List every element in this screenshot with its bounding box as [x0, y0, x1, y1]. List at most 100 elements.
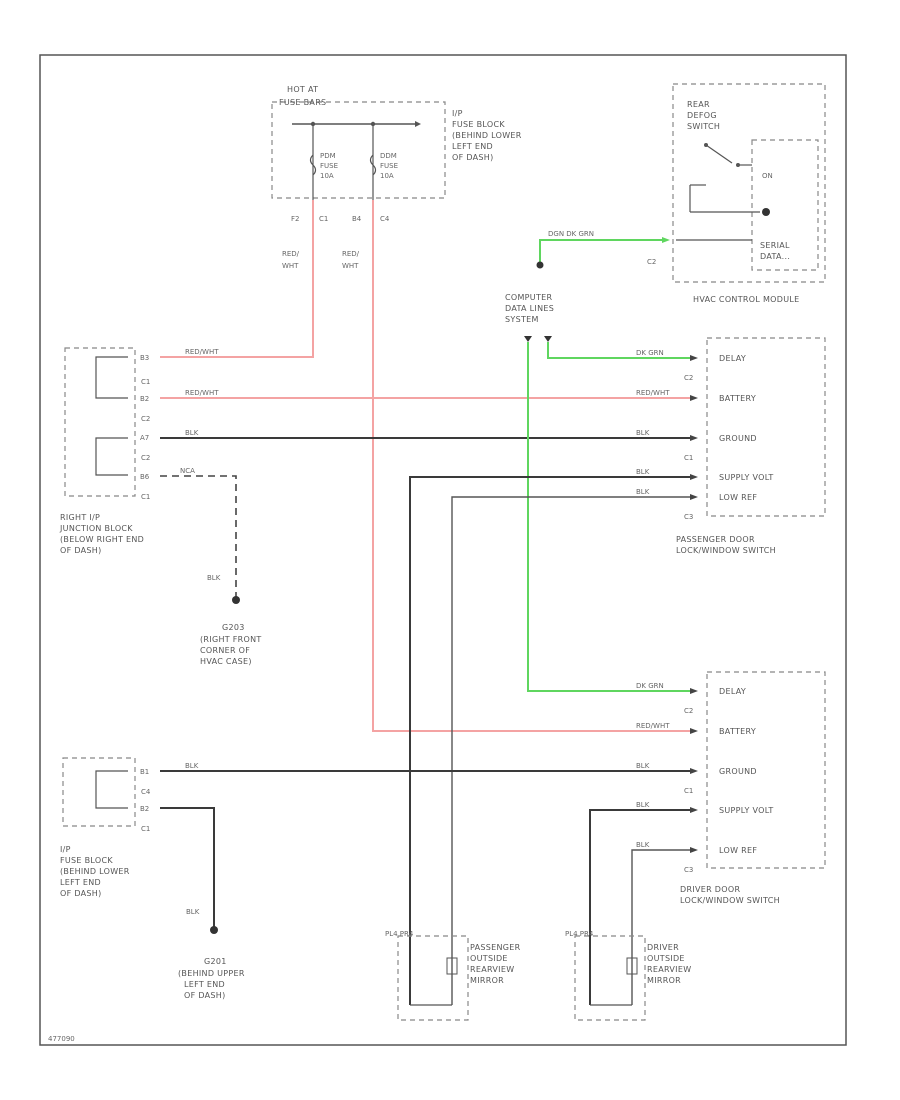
wire-a-label: RED/ WHT	[282, 250, 301, 270]
passenger-mirror-heater-icon	[446, 957, 458, 975]
jb-pin-b6-wire: NCA	[180, 467, 195, 475]
driver-switch-arrow-icon-0	[690, 688, 698, 694]
green-wire-passenger-delay	[547, 342, 690, 359]
ground-g201-desc: (BEHIND UPPER LEFT END OF DASH)	[178, 969, 248, 1000]
pin-a-conn: F2	[291, 215, 299, 223]
hvac-control-module: REAR DEFOG SWITCH ON SERIAL DATA... C2 H…	[647, 83, 826, 304]
passenger-switch-arrow-icon-4	[690, 494, 698, 500]
passenger-switch-caption: PASSENGER DOOR LOCK/WINDOW SWITCH	[676, 535, 776, 555]
ground-g201-icon	[210, 926, 218, 934]
hot-at-label: HOT AT	[287, 85, 318, 94]
jb-conn-4: C1	[141, 493, 150, 501]
driver-switch-conn-0: C2	[684, 707, 693, 715]
hvac-wire-label: DGN DK GRN	[548, 230, 594, 238]
serial-data-label: SERIAL DATA...	[760, 241, 793, 261]
passenger-supply-wire	[409, 476, 690, 1005]
red-wire-pb-label: RED/WHT	[185, 389, 219, 397]
switch-arm	[705, 144, 733, 164]
ground-g203-name: G203	[222, 623, 245, 632]
passenger-switch-row-label-2: GROUND	[719, 434, 757, 443]
fuse-bars-label: FUSE BARS	[279, 98, 326, 107]
driver-switch-wire-label-2: BLK	[636, 762, 650, 770]
passenger-switch-wire-label-0: DK GRN	[636, 349, 664, 357]
data-line-arrow-icon-b	[544, 336, 552, 342]
red-wire-a	[160, 200, 314, 358]
ip-pin-1: B1	[140, 768, 149, 776]
jb-pin-1: B3	[140, 354, 149, 362]
diagram-border	[39, 54, 847, 1046]
driver-switch-conn-2: C1	[684, 787, 693, 795]
driver-switch-arrow-icon-3	[690, 807, 698, 813]
driver-switch-arrow-icon-4	[690, 847, 698, 853]
passenger-mirror-caption: PASSENGER OUTSIDE REARVIEW MIRROR	[470, 943, 523, 985]
driver-mirror-box	[574, 935, 646, 1021]
passenger-switch-row-label-4: LOW REF	[719, 493, 757, 502]
red-wire-b	[372, 200, 690, 732]
driver-switch-wire-label-0: DK GRN	[636, 682, 664, 690]
driver-switch-wire-label-3: BLK	[636, 801, 650, 809]
bus-arrow-icon	[415, 121, 421, 127]
driver-mirror: PL4 PR4 DRIVER OUTSIDE REARVIEW MIRROR	[565, 930, 694, 1021]
ground-g201-name: G201	[204, 957, 227, 966]
passenger-mirror: PL4 PR4 PASSENGER OUTSIDE REARVIEW MIRRO…	[385, 930, 523, 1021]
passenger-mirror-box	[397, 935, 469, 1021]
driver-switch-caption: DRIVER DOOR LOCK/WINDOW SWITCH	[680, 885, 780, 905]
jb-loop-2	[95, 437, 128, 476]
junction-block-box	[64, 347, 136, 497]
fuse-a-name: PDM	[320, 152, 336, 160]
driver-switch-row-label-1: BATTERY	[719, 727, 756, 736]
top-fuse-block-box	[271, 101, 446, 199]
driver-switch-arrow-icon-1	[690, 728, 698, 734]
passenger-switch-wire-label-4: BLK	[636, 488, 650, 496]
green-wire-driver-delay	[527, 342, 690, 692]
jb-conn-3: C2	[141, 454, 150, 462]
junction-block-caption: RIGHT I/P JUNCTION BLOCK (BELOW RIGHT EN…	[59, 513, 147, 555]
rear-defog-switch-label: REAR DEFOG SWITCH	[687, 100, 720, 131]
hvac-data-wire: DGN DK GRN	[536, 230, 670, 269]
passenger-switch-conn-4: C3	[684, 513, 693, 521]
passenger-switch-row-label-0: DELAY	[719, 354, 746, 363]
fuse-b-rating: 10A	[380, 172, 394, 180]
hvac-caption: HVAC CONTROL MODULE	[693, 295, 799, 304]
passenger-switch-arrow-icon-0	[690, 355, 698, 361]
data-line-arrow-icon-a	[524, 336, 532, 342]
ip-fuse-box	[62, 757, 136, 827]
driver-switch-box	[706, 671, 826, 869]
driver-mirror-pins: PL4 PR4	[565, 930, 594, 938]
red-wire-a-label: RED/WHT	[185, 348, 219, 356]
jb-loop-1	[95, 356, 128, 399]
ip-conn-1: C4	[141, 788, 151, 796]
top-fuse-block: HOT AT FUSE BARS PDM FUSE 10A DDM FUSE 1…	[271, 85, 521, 270]
hvac-connector: C2	[647, 258, 656, 266]
driver-switch-row-label-4: LOW REF	[719, 846, 757, 855]
driver-switch-wire-label-1: RED/WHT	[636, 722, 670, 730]
right-ip-junction-block: B3 C1 B2 C2 A7 C2 B6 C1 RIGHT I/P JUNCTI…	[59, 347, 261, 666]
ip-loop	[95, 770, 128, 809]
driver-switch-conn-4: C3	[684, 866, 693, 874]
jb-ground-wire	[160, 475, 237, 598]
passenger-switch-wire-label-1: RED/WHT	[636, 389, 670, 397]
driver-supply-wire	[589, 809, 690, 1005]
computer-data-lines-label: COMPUTER DATA LINES SYSTEM	[505, 293, 557, 324]
hvac-green-wire	[539, 239, 666, 265]
passenger-switch-arrow-icon-3	[690, 474, 698, 480]
driver-mirror-caption: DRIVER OUTSIDE REARVIEW MIRROR	[647, 943, 694, 985]
fuse-a-rating: 10A	[320, 172, 334, 180]
passenger-switch-conn-2: C1	[684, 454, 693, 462]
passenger-switch-row-label-3: SUPPLY VOLT	[719, 473, 774, 482]
passenger-switch-box	[706, 337, 826, 517]
ground-g203-icon	[232, 596, 240, 604]
ip-fuse-caption: I/P FUSE BLOCK (BEHIND LOWER LEFT END OF…	[60, 845, 132, 898]
driver-switch-row-label-0: DELAY	[719, 687, 746, 696]
passenger-switch-arrow-icon-1	[690, 395, 698, 401]
on-label: ON	[762, 172, 773, 180]
passenger-switch-wire-label-2: BLK	[636, 429, 650, 437]
ip-ground-wire	[160, 807, 215, 928]
jb-ground-wire-label: BLK	[207, 574, 221, 582]
black-wire-pg-label: BLK	[185, 429, 199, 437]
jb-conn-1: C1	[141, 378, 150, 386]
pin-b-conn: B4	[352, 215, 362, 223]
driver-switch-wire-label-4: BLK	[636, 841, 650, 849]
jb-pin-2: B2	[140, 395, 149, 403]
